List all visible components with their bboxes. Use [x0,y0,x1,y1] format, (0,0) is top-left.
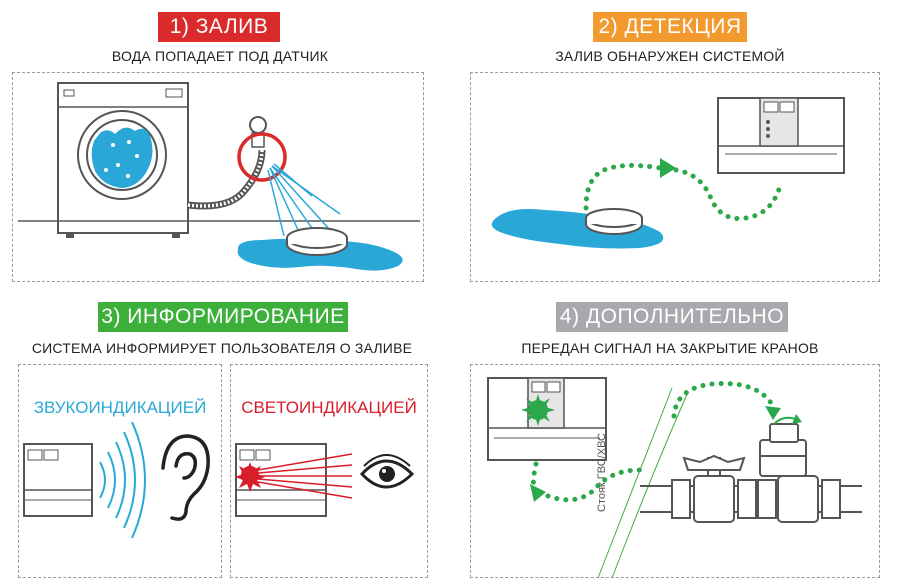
step3-panel-light [230,364,428,578]
riser-label: Стояк ГВС/ХВС [596,433,608,512]
washing-machine-icon [57,82,189,238]
step2-panel [470,72,880,282]
step2-subtitle: ЗАЛИВ ОБНАРУЖЕН СИСТЕМОЙ [555,48,785,64]
step3-subtitle: СИСТЕМА ИНФОРМИРУЕТ ПОЛЬЗОВАТЕЛЯ О ЗАЛИВ… [31,340,413,356]
signal-arrow [530,461,541,497]
step1-panel [12,72,424,282]
step3-badge: 3) ИНФОРМИРОВАНИЕ [98,302,348,332]
step4-badge: 4) ДОПОЛНИТЕЛЬНО [556,302,788,332]
step4-subtitle: ПЕРЕДАН СИГНАЛ НА ЗАКРЫТИЕ КРАНОВ [521,340,819,356]
green-light-burst-icon [521,394,555,426]
controller-icon [717,97,845,174]
eye-icon [359,454,415,489]
step1-badge: 1) ЗАЛИВ [158,12,280,42]
light-indication-label: СВЕТОИНДИКАЦИЕЙ [241,398,417,417]
light-beams [257,453,353,499]
step2-badge: 2) ДЕТЕКЦИЯ [593,12,747,42]
step3-panel-sound [18,364,222,578]
red-light-burst-icon [235,462,265,492]
signal-arrow [583,162,663,211]
ball-valve-icon [671,454,757,523]
controller-icon [23,443,93,517]
motorized-valve-icon [757,423,841,523]
sound-indication-label: ЗВУКОИНДИКАЦИЕЙ [33,398,207,417]
ear-icon [161,434,210,521]
leak-sensor-icon [585,208,643,235]
step4-panel [470,364,880,578]
sound-waves-icon [99,421,146,539]
riser-pipe [597,387,689,579]
leak-highlight [237,132,287,182]
water-spray [267,163,341,237]
leak-sensor-icon [286,227,348,256]
step1-subtitle: ВОДА ПОПАДАЕТ ПОД ДАТЧИК [111,48,329,64]
